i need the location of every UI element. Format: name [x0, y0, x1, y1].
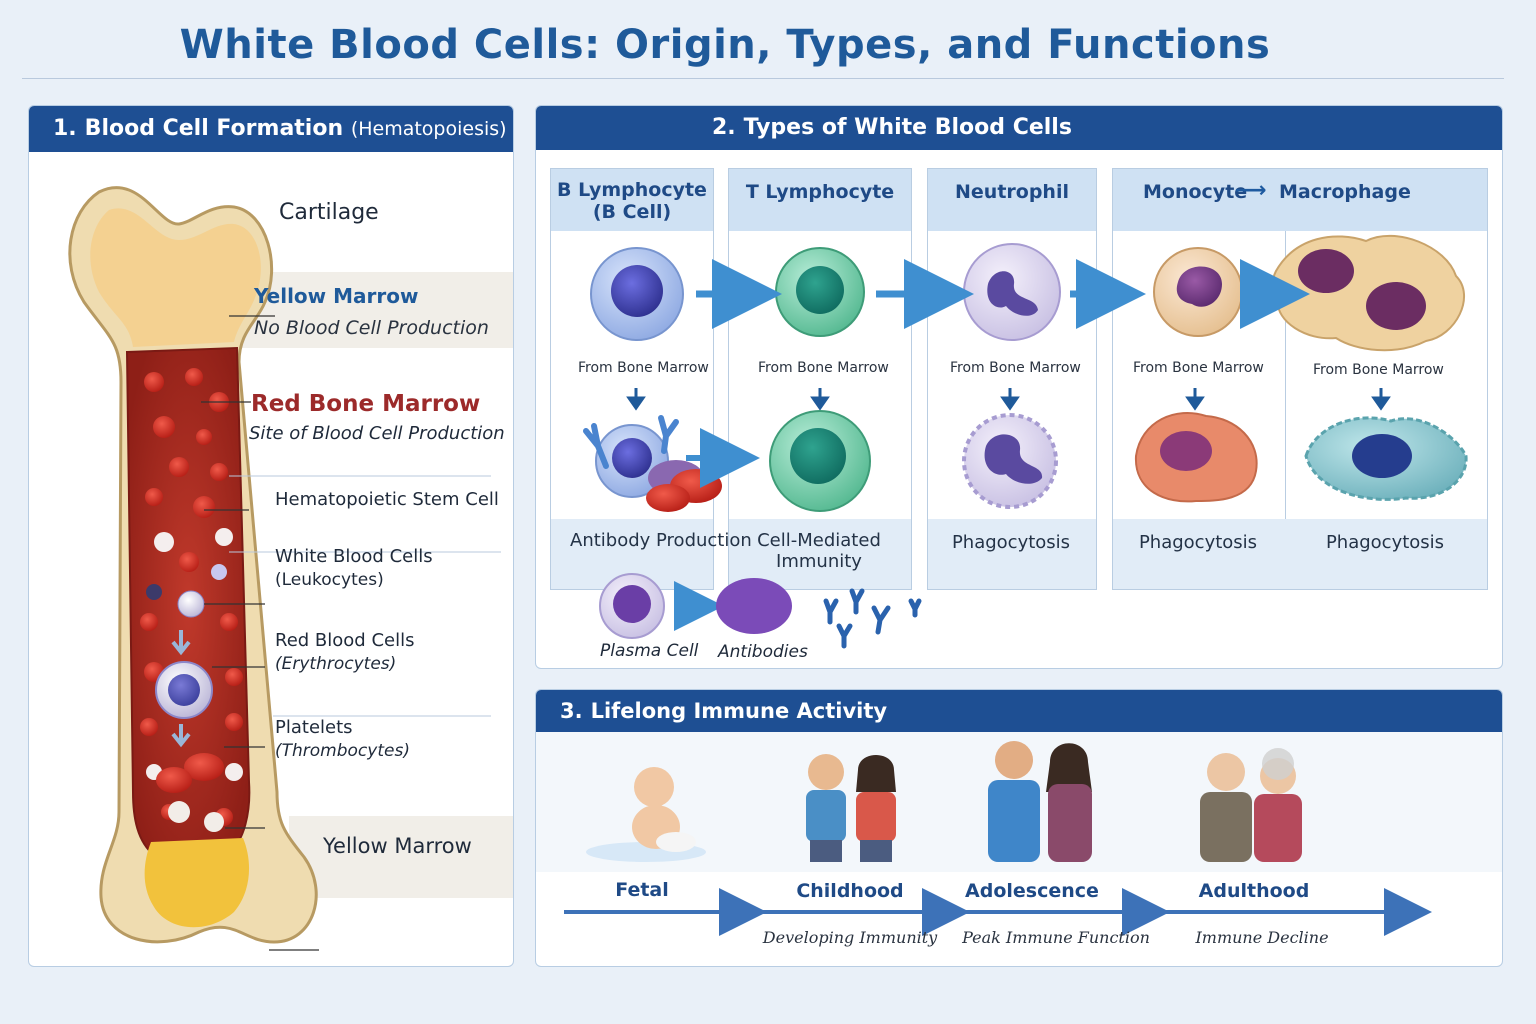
- sub-peak-immune-function: Peak Immune Function: [962, 928, 1150, 947]
- panel1-number: 1.: [53, 116, 77, 141]
- yellow-marrow-bottom-label-bg: [289, 816, 513, 898]
- monocyte-function: Phagocytosis: [1138, 532, 1258, 553]
- column-monocyte-macrophage: Monocyte ⟶ Macrophage: [1112, 168, 1488, 590]
- panel1-header: 1. Blood Cell Formation (Hematopoiesis): [29, 106, 513, 152]
- panel3-number: 3.: [560, 699, 583, 723]
- sub-immune-decline: Immune Decline: [1195, 928, 1329, 947]
- macrophage-function: Phagocytosis: [1325, 532, 1445, 553]
- label-wbc-sub: (Leukocytes): [275, 570, 384, 590]
- label-rbc-sub: (Erythrocytes): [275, 654, 397, 674]
- label-wbc: White Blood Cells: [275, 546, 433, 567]
- label-red-marrow: Red Bone Marrow: [251, 391, 481, 417]
- stage-adolescence: Adolescence: [965, 880, 1099, 902]
- neutrophil-header: Neutrophil: [928, 169, 1096, 231]
- macrophage-origin: From Bone Marrow: [1313, 362, 1444, 378]
- b-lymphocyte-name: B Lymphocyte: [557, 179, 707, 201]
- stem-cell: [177, 590, 205, 618]
- panel2-number: 2.: [712, 115, 736, 140]
- panel3-title: Lifelong Immune Activity: [590, 699, 888, 723]
- title-divider: [22, 78, 1504, 79]
- label-yellow-marrow-top-sub: No Blood Cell Production: [254, 317, 489, 339]
- panel2-header: 2. Types of White Blood Cells: [536, 106, 1502, 150]
- macrophage-name: Macrophage: [1279, 181, 1411, 203]
- label-cartilage: Cartilage: [279, 200, 379, 225]
- panel-blood-cell-formation: 1. Blood Cell Formation (Hematopoiesis): [28, 105, 514, 967]
- spongy-bone-top: [90, 208, 261, 347]
- stage-childhood: Childhood: [796, 880, 904, 902]
- column-t-lymphocyte: T Lymphocyte: [728, 168, 912, 590]
- t-lymphocyte-header: T Lymphocyte: [729, 169, 911, 231]
- b-lymphocyte-header: B Lymphocyte (B Cell): [551, 169, 713, 231]
- t-cell-function-line1: Cell-Mediated: [757, 530, 881, 551]
- marrow-cells: [140, 368, 243, 826]
- label-red-marrow-sub: Site of Blood Cell Production: [249, 423, 505, 444]
- label-platelets: Platelets: [275, 717, 353, 738]
- t-cell-function: Cell-Mediated Immunity: [728, 530, 910, 572]
- label-yellow-marrow-bottom: Yellow Marrow: [323, 834, 472, 858]
- column-b-lymphocyte: B Lymphocyte (B Cell): [550, 168, 714, 590]
- b-cell-function: Antibody Production: [570, 530, 752, 551]
- page-title: White Blood Cells: Origin, Types, and Fu…: [179, 22, 1271, 68]
- sub-developing-immunity: Developing Immunity: [762, 928, 938, 947]
- stage-fetal: Fetal: [615, 879, 669, 901]
- monocyte-column-divider: [1285, 231, 1286, 589]
- b-cell-origin: From Bone Marrow: [578, 360, 709, 376]
- panel1-title: Blood Cell Formation: [84, 116, 344, 141]
- bone-illustration: [68, 186, 501, 951]
- label-yellow-marrow-top: Yellow Marrow: [254, 284, 419, 308]
- label-rbc: Red Blood Cells: [275, 630, 415, 651]
- label-stem-cell: Hematopoietic Stem Cell: [275, 489, 499, 510]
- monocyte-arrow-icon: ⟶: [1235, 178, 1267, 203]
- antibodies-label: Antibodies: [718, 642, 808, 662]
- t-lymphocyte-name: T Lymphocyte: [745, 181, 895, 203]
- t-cell-origin: From Bone Marrow: [758, 360, 889, 376]
- monocyte-name: Monocyte: [1143, 181, 1248, 203]
- monocyte-header: Monocyte ⟶ Macrophage: [1113, 169, 1487, 231]
- neutrophil-name: Neutrophil: [955, 181, 1069, 203]
- rbc-cell-1: [184, 753, 224, 781]
- panel-types-of-wbc: 2. Types of White Blood Cells B Lymphocyt…: [535, 105, 1503, 669]
- t-lymphocyte-footer: [729, 519, 911, 589]
- t-cell-function-line2: Immunity: [776, 551, 862, 572]
- panel3-header: 3. Lifelong Immune Activity: [536, 690, 1502, 732]
- wbc-illustrations: [583, 235, 1468, 649]
- label-platelets-sub: (Thrombocytes): [275, 741, 410, 761]
- panel2-title: Types of White Blood Cells: [743, 115, 1072, 140]
- monocyte-origin: From Bone Marrow: [1133, 360, 1264, 376]
- plasma-cell-label: Plasma Cell: [600, 641, 699, 661]
- yellow-marrow-label-bg: [224, 272, 513, 348]
- monocyte-footer: [1113, 519, 1487, 589]
- yellow-marrow-bottom: [144, 838, 250, 928]
- stage-adulthood: Adulthood: [1198, 880, 1310, 902]
- neutrophil-function: Phagocytosis: [951, 532, 1071, 553]
- column-neutrophil: Neutrophil: [927, 168, 1097, 590]
- life-stages-illustration: [536, 732, 1502, 936]
- neutrophil-origin: From Bone Marrow: [950, 360, 1081, 376]
- neutrophil-footer: [928, 519, 1096, 589]
- panel-lifelong-immune-activity: 3. Lifelong Immune Activity Fetal Childho…: [535, 689, 1503, 967]
- panel1-title-paren: (Hematopoiesis): [350, 118, 507, 140]
- b-lymphocyte-name2: (B Cell): [592, 201, 672, 223]
- platelet-cluster: [168, 801, 190, 823]
